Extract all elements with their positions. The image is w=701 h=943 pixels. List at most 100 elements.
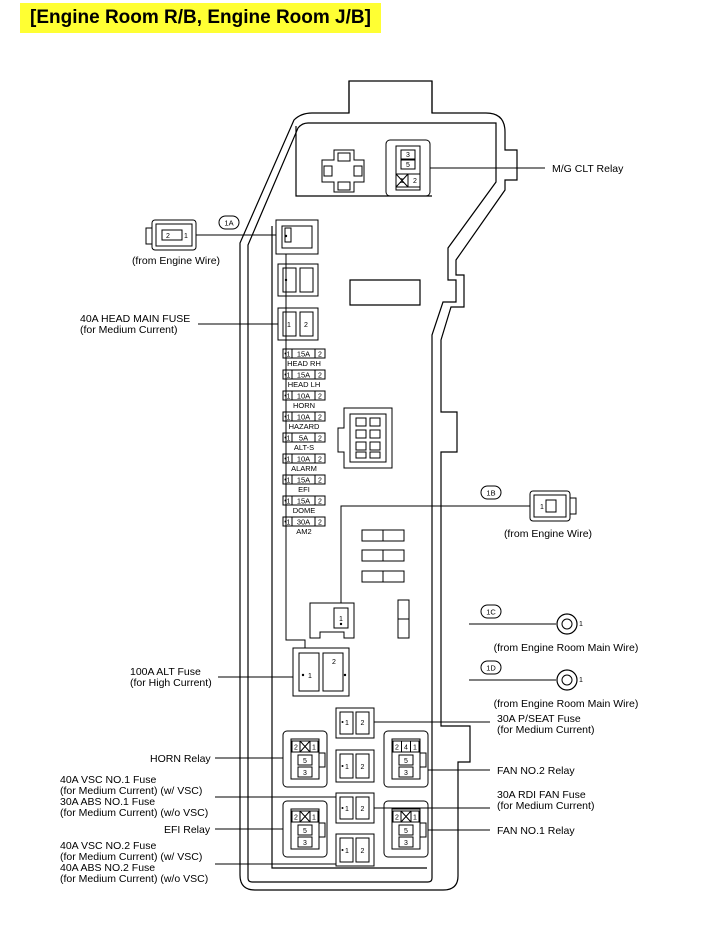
pin-label: 1 <box>540 504 544 511</box>
pin-label: 2 <box>318 457 322 464</box>
pin-label: 1 <box>345 764 349 771</box>
pin-label: 1 <box>345 848 349 855</box>
connector-1c-note: (from Engine Room Main Wire) <box>494 642 639 654</box>
svg-text:1: 1 <box>413 745 417 752</box>
medium-fuse-pseat <box>335 707 375 739</box>
pin-label: 1 <box>579 621 583 628</box>
pin-label: 2 <box>318 499 322 506</box>
pin-label: 2 <box>318 520 322 527</box>
svg-text:3: 3 <box>303 770 307 777</box>
pin-label: 1 <box>287 394 291 401</box>
medium-fuse-vsc1 <box>335 749 375 783</box>
svg-text:5: 5 <box>303 758 307 765</box>
svg-text:1: 1 <box>312 815 316 822</box>
connector-1a-note: (from Engine Wire) <box>132 255 220 267</box>
pin-label: 1 <box>287 520 291 527</box>
fuse-name: HEAD RH <box>287 359 321 368</box>
pin-label: 2 <box>361 720 365 727</box>
connector-1d-ring-terminal <box>556 669 578 691</box>
fuse-name: HORN <box>293 401 315 410</box>
svg-text:3: 3 <box>404 840 408 847</box>
pin-label: 1 <box>308 673 312 680</box>
svg-text:2: 2 <box>294 815 298 822</box>
svg-text:5: 5 <box>404 828 408 835</box>
svg-text:5: 5 <box>404 758 408 765</box>
fuse-amp: 10A <box>297 455 310 464</box>
fuse-amp: 15A <box>297 476 310 485</box>
svg-text:1B: 1B <box>486 489 495 498</box>
svg-text:5: 5 <box>303 828 307 835</box>
svg-text:1A: 1A <box>224 219 233 228</box>
fuse-box-outer-housing <box>239 80 518 891</box>
pseat-fuse-label: 30A P/SEAT Fuse (for Medium Current) <box>497 713 594 736</box>
vsc1-abs1-fuse-label: 40A VSC NO.1 Fuse (for Medium Current) (… <box>60 774 208 819</box>
pin-label: 1 <box>339 616 343 623</box>
connector-1a-tag: 1A <box>218 215 240 230</box>
horn-relay: 2 15 3 <box>282 730 328 788</box>
svg-text:2: 2 <box>294 745 298 752</box>
fuse-name: ALT-S <box>294 443 314 452</box>
pin-label: 2 <box>166 233 170 240</box>
spare-fuse-slots <box>361 529 410 639</box>
svg-text:1: 1 <box>312 745 316 752</box>
pin-label: 1 <box>184 233 188 240</box>
fuse-amp: 15A <box>297 371 310 380</box>
fuse-name: AM2 <box>296 527 311 536</box>
pin-label: 2 <box>318 478 322 485</box>
pin-label: 2 <box>361 848 365 855</box>
fuse-amp: 10A <box>297 392 310 401</box>
pin-label: 2 <box>332 659 336 666</box>
pin-label: 1 <box>287 457 291 464</box>
pin-label: 3 <box>406 152 410 159</box>
pin-label: 1 <box>287 322 291 329</box>
diagram-title: [Engine Room R/B, Engine Room J/B] <box>20 3 381 33</box>
connector-1d-tag: 1D <box>480 660 502 675</box>
fuse-name: HAZARD <box>289 422 320 431</box>
pin-label: 1 <box>287 478 291 485</box>
connector-1c-ring-terminal <box>556 613 578 635</box>
pin-label: 2 <box>318 373 322 380</box>
horn-relay-label: HORN Relay <box>150 753 211 765</box>
connector-1d-note: (from Engine Room Main Wire) <box>494 698 639 710</box>
pin-label: 2 <box>318 415 322 422</box>
pin-label: 2 <box>413 178 417 185</box>
fuse-amp: 15A <box>297 497 310 506</box>
pin-label: 2 <box>318 352 322 359</box>
pin-label: 1 <box>400 178 404 185</box>
pin-label: 1 <box>345 806 349 813</box>
vsc2-abs2-fuse-label: 40A VSC NO.2 Fuse (for Medium Current) (… <box>60 840 208 885</box>
junction-connector-block <box>337 407 393 469</box>
mg-clt-relay-label: M/G CLT Relay <box>552 163 624 175</box>
connector-1c-tag: 1C <box>480 604 502 619</box>
fuse-amp: 5A <box>299 434 308 443</box>
fuse-box-inner-housing <box>247 122 497 883</box>
efi-relay-label: EFI Relay <box>164 824 211 836</box>
head-main-fuse-label: 40A HEAD MAIN FUSE (for Medium Current) <box>80 313 193 336</box>
fuse-name: EFI <box>298 485 310 494</box>
pin-label: 1 <box>287 436 291 443</box>
alt-fuse-label: 100A ALT Fuse (for High Current) <box>130 666 212 689</box>
relay-socket-top-left <box>321 149 365 193</box>
pin-label: 5 <box>406 162 410 169</box>
pin-label: 1 <box>579 677 583 684</box>
fuse-slot-unlabeled <box>277 263 319 297</box>
pin-label: 1 <box>287 499 291 506</box>
pin-label: 2 <box>318 394 322 401</box>
pin-label: 2 <box>304 322 308 329</box>
fuse-amp: 15A <box>297 350 310 359</box>
connector-1a-socket <box>275 219 319 255</box>
pin-label: 2 <box>361 806 365 813</box>
pin-label: 2 <box>361 764 365 771</box>
